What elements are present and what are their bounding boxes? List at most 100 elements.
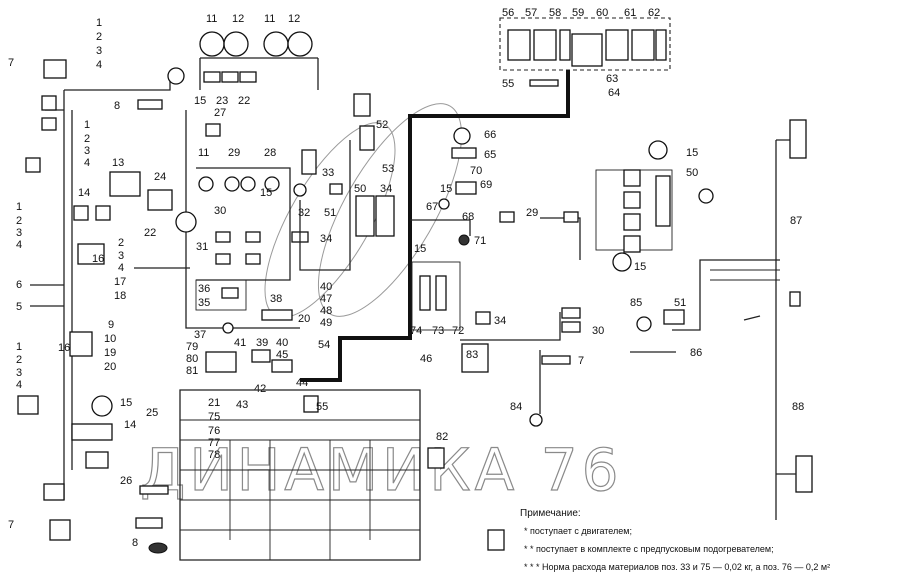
label-60: 60 <box>596 7 608 19</box>
label-4c: 4 <box>16 239 22 251</box>
label-79: 79 <box>186 341 198 353</box>
component-30-right-b <box>561 321 581 333</box>
label-25: 25 <box>146 407 158 419</box>
label-80: 80 <box>186 353 198 365</box>
component-50-right <box>655 175 671 227</box>
note-line-2: * * поступает в комплекте с предпусковым… <box>524 544 774 554</box>
label-36: 36 <box>198 283 210 295</box>
label-18: 18 <box>114 290 126 302</box>
component-52-b <box>359 125 375 151</box>
label-4e: 4 <box>16 379 22 391</box>
label-83: 83 <box>466 349 478 361</box>
label-30-center: 30 <box>214 205 226 217</box>
component-right-mid <box>789 291 801 307</box>
center-right-loop <box>299 140 351 271</box>
label-6: 6 <box>16 279 22 291</box>
label-4b: 4 <box>84 157 90 169</box>
component-29-right-a <box>499 211 515 223</box>
label-stack-1-4-lower: 1 2 3 4 <box>16 201 22 251</box>
block-72-74 <box>411 261 461 331</box>
lamp-15-left <box>91 395 113 417</box>
label-8-top: 8 <box>114 100 120 112</box>
connector-block-left <box>85 451 109 469</box>
component-7-top <box>43 59 67 79</box>
component-32 <box>293 183 307 197</box>
instrument-panel-gauges <box>507 29 667 67</box>
component-82 <box>427 447 445 469</box>
label-74: 74 <box>410 325 422 337</box>
component-16-top <box>77 243 105 265</box>
label-15-left: 15 <box>120 397 132 409</box>
label-7-top: 7 <box>8 57 14 69</box>
label-43: 43 <box>236 399 248 411</box>
component-27 <box>205 123 221 137</box>
top-left-branch <box>64 80 171 91</box>
component-29-right-b <box>563 211 579 223</box>
label-70: 70 <box>470 165 482 177</box>
label-3b: 3 <box>84 145 90 157</box>
label-7-bottom: 7 <box>8 519 14 531</box>
label-29-center: 29 <box>228 147 240 159</box>
label-7-right: 7 <box>578 355 584 367</box>
lamp-31-b <box>245 231 261 243</box>
label-10: 10 <box>104 333 116 345</box>
component-24 <box>147 189 173 211</box>
label-3e: 3 <box>16 367 22 379</box>
lamp-left-lowest <box>43 483 65 501</box>
label-4a: 4 <box>96 59 102 71</box>
label-2b: 2 <box>84 133 90 145</box>
label-31: 31 <box>196 241 208 253</box>
label-15-right-top: 15 <box>686 147 698 159</box>
label-63: 63 <box>606 73 618 85</box>
label-51-center: 51 <box>324 207 336 219</box>
component-pin <box>743 315 761 321</box>
label-27: 27 <box>214 107 226 119</box>
horn-icon <box>167 67 185 85</box>
lamp-right-top <box>789 119 807 159</box>
label-50-center: 50 <box>354 183 366 195</box>
gauge-59 <box>571 33 603 67</box>
component-37 <box>222 322 234 334</box>
block-22 <box>239 71 257 83</box>
label-21: 21 <box>208 397 220 409</box>
label-12a: 12 <box>232 13 244 25</box>
label-33: 33 <box>322 167 334 179</box>
label-8-bottom: 8 <box>132 537 138 549</box>
watermark-oval-right <box>317 103 463 317</box>
label-48: 48 <box>320 305 332 317</box>
label-45: 45 <box>276 349 288 361</box>
fuse-7-right <box>541 355 571 365</box>
lamp-11 <box>198 176 214 192</box>
label-16-bottom: 16 <box>58 342 70 354</box>
label-58: 58 <box>549 7 561 19</box>
relay-12-a <box>223 31 249 57</box>
label-34-center: 34 <box>320 233 332 245</box>
label-66: 66 <box>484 129 496 141</box>
component-34-lower <box>475 311 491 325</box>
ground-terminal-bottom <box>148 542 168 554</box>
component-16-bottom <box>69 331 93 357</box>
label-5: 5 <box>16 301 22 313</box>
label-19: 19 <box>104 347 116 359</box>
relay-12-b <box>287 31 313 57</box>
component-84 <box>529 413 543 427</box>
label-40-center: 40 <box>276 337 288 349</box>
label-40-stack: 40 <box>320 281 332 293</box>
component-13 <box>109 171 141 197</box>
lamp-right-bottom <box>795 455 813 493</box>
label-55-top: 55 <box>502 78 514 90</box>
component-35-36 <box>221 287 239 299</box>
label-52: 52 <box>376 119 388 131</box>
label-67: 67 <box>426 201 438 213</box>
label-20-center: 20 <box>298 313 310 325</box>
lamp-row-11-29-28 <box>198 176 280 192</box>
label-stack-1-4-mid: 1 2 3 4 <box>84 119 90 169</box>
lamp-29-a <box>224 176 240 192</box>
instrument-panel-box <box>499 17 671 71</box>
label-12b: 12 <box>288 13 300 25</box>
lamp-bank-lamps <box>623 169 641 253</box>
label-stack-1-4-top: 1 2 3 4 <box>96 17 102 71</box>
label-62: 62 <box>648 7 660 19</box>
label-28: 28 <box>264 147 276 159</box>
